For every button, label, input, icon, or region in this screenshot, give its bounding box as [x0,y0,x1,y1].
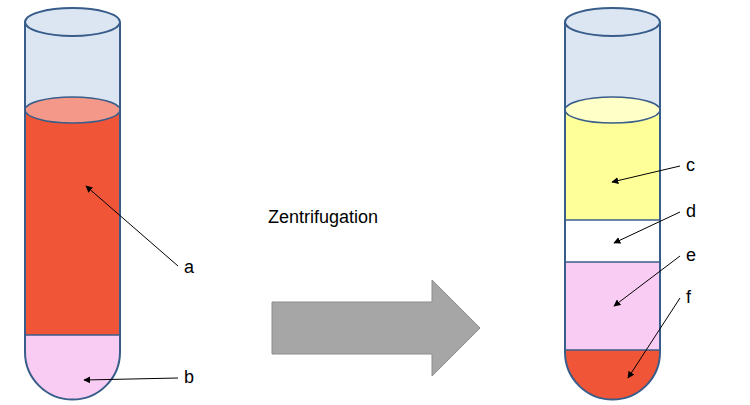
right-tube-contents [560,0,670,405]
callout-letter: e [686,246,696,266]
tube-opening [25,8,120,36]
left-tube-contents [20,0,130,405]
leader-lines [84,166,680,380]
tube-outline [565,22,660,400]
process-arrow [272,280,480,376]
process-label: Zentrifugation [268,208,378,228]
callout-letter: a [184,258,194,278]
callout-letter: f [686,288,691,308]
callout-letter: b [184,368,194,388]
callout-letter: d [686,202,696,222]
callout-letter: c [686,156,695,176]
tube-outline [25,22,120,400]
tube-opening [565,8,660,36]
